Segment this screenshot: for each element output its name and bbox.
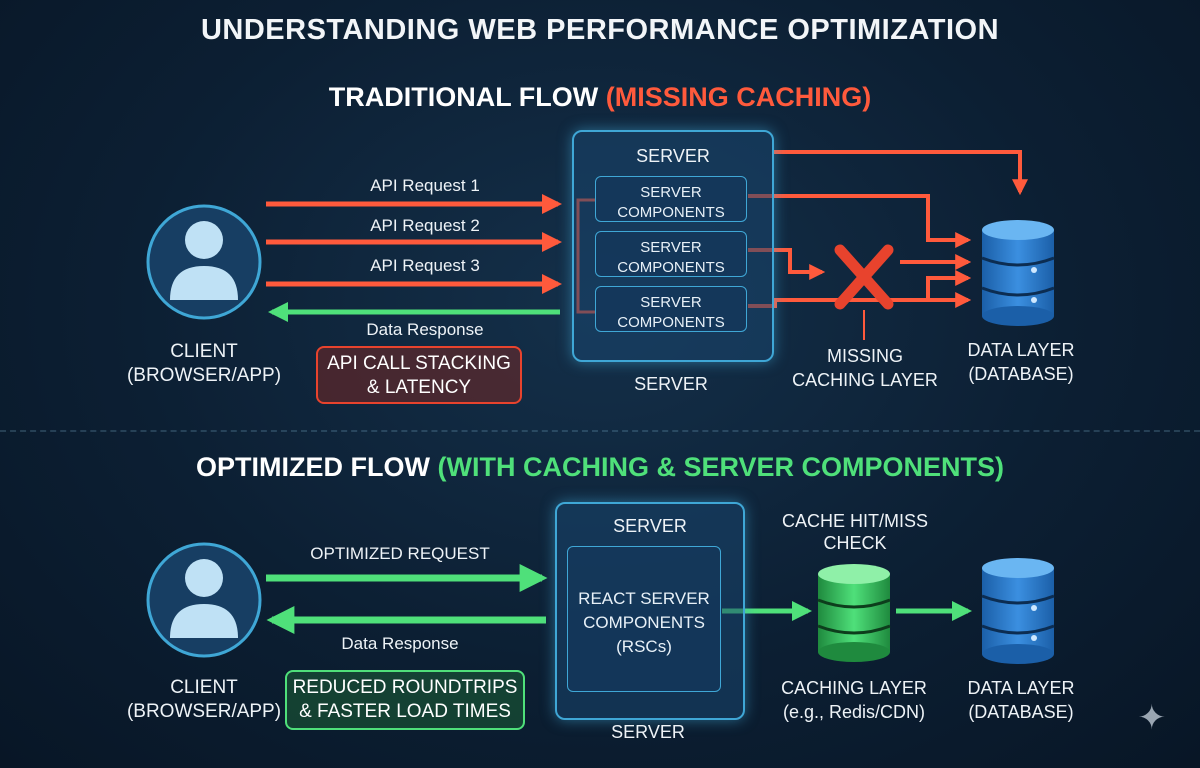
latency-badge-line-1: API CALL STACKING: [327, 353, 511, 374]
cache-check-line-2: CHECK: [823, 533, 887, 553]
client-user-icon-bottom: [146, 542, 262, 658]
traditional-flow-heading: TRADITIONAL FLOW (MISSING CACHING): [0, 82, 1200, 113]
data-response-label-top: Data Response: [366, 320, 484, 339]
sc2-line-2: COMPONENTS: [617, 259, 725, 276]
missing-caching-line-1: MISSING: [826, 346, 903, 366]
server-title-top: SERVER: [636, 146, 710, 166]
section-divider: [0, 430, 1200, 432]
cache-check-line-1: CACHE HIT/MISS: [781, 511, 928, 531]
sparkle-icon: ✦: [1137, 699, 1167, 737]
client-label-bottom: CLIENT (BROWSER/APP): [124, 676, 284, 724]
server-label-bottom-top-section: SERVER: [634, 374, 708, 394]
faster-load-line-2: & FASTER LOAD TIMES: [299, 701, 511, 722]
data-layer-bottom-line-2: (DATABASE): [968, 702, 1074, 722]
caching-layer-line-1: CACHING LAYER: [781, 678, 927, 698]
sc3-line-1: SERVER: [640, 294, 702, 311]
data-response-label-bottom: Data Response: [341, 634, 459, 653]
data-layer-top-line-2: (DATABASE): [968, 364, 1074, 384]
server-components-box-1: SERVER COMPONENTS: [595, 176, 747, 222]
optimized-flow-heading: OPTIMIZED FLOW (WITH CACHING & SERVER CO…: [0, 452, 1200, 483]
sc1-line-2: COMPONENTS: [617, 204, 725, 221]
sc1-line-1: SERVER: [640, 184, 702, 201]
server-components-box-3: SERVER COMPONENTS: [595, 286, 747, 332]
caching-layer-label: CACHING LAYER (e.g., Redis/CDN): [768, 676, 940, 724]
client-bottom-line-1: CLIENT: [170, 677, 238, 698]
rsc-line-1: REACT SERVER: [578, 589, 710, 608]
faster-load-badge: REDUCED ROUNDTRIPS & FASTER LOAD TIMES: [285, 670, 525, 730]
data-layer-label-bottom: DATA LAYER (DATABASE): [946, 676, 1096, 724]
api-request-2-label: API Request 2: [370, 216, 480, 235]
rsc-line-2: COMPONENTS: [583, 613, 705, 632]
missing-caching-line-2: CACHING LAYER: [792, 370, 938, 390]
client-label-line-2: (BROWSER/APP): [126, 365, 282, 386]
sc2-line-1: SERVER: [640, 239, 702, 256]
data-layer-bottom-line-1: DATA LAYER: [967, 678, 1075, 698]
latency-badge-line-2: & LATENCY: [366, 377, 472, 398]
cache-layer-icon: [817, 564, 891, 662]
server-components-box-2: SERVER COMPONENTS: [595, 231, 747, 277]
client-user-icon-top: [146, 204, 262, 320]
data-layer-label-top: DATA LAYER (DATABASE): [946, 338, 1096, 386]
data-layer-top-line-1: DATA LAYER: [967, 340, 1075, 360]
sc1-to-db-arrow: [748, 194, 972, 248]
cache-check-label: CACHE HIT/MISS CHECK: [760, 510, 950, 554]
sc3-line-2: COMPONENTS: [617, 314, 725, 331]
page-title: UNDERSTANDING WEB PERFORMANCE OPTIMIZATI…: [200, 14, 1000, 46]
server-to-db-arrow-top: [772, 150, 1028, 196]
client-label-top: CLIENT (BROWSER/APP): [124, 340, 284, 388]
optimized-request-label: OPTIMIZED REQUEST: [310, 544, 490, 563]
faster-load-line-1: REDUCED ROUNDTRIPS: [292, 677, 518, 698]
client-label-line-1: CLIENT: [170, 341, 238, 362]
server-label-bottom: SERVER: [611, 722, 685, 742]
api-request-1-label: API Request 1: [370, 176, 480, 195]
rsc-box: REACT SERVER COMPONENTS (RSCs): [567, 546, 721, 692]
api-request-3-label: API Request 3: [370, 256, 480, 275]
missing-caching-label: MISSING CACHING LAYER: [780, 344, 950, 392]
latency-badge: API CALL STACKING & LATENCY: [316, 346, 522, 404]
database-icon-bottom: [981, 558, 1055, 664]
traditional-heading-accent: (MISSING CACHING): [605, 82, 872, 112]
optimized-heading-main: OPTIMIZED FLOW: [196, 452, 438, 482]
server-title-bottom: SERVER: [613, 516, 687, 536]
traditional-heading-main: TRADITIONAL FLOW: [328, 82, 606, 112]
missing-cache-x-icon: [834, 244, 894, 340]
caching-layer-line-2: (e.g., Redis/CDN): [782, 702, 926, 722]
optimized-heading-accent: (WITH CACHING & SERVER COMPONENTS): [437, 452, 1004, 482]
client-bottom-line-2: (BROWSER/APP): [126, 701, 282, 722]
database-icon-top: [981, 220, 1055, 326]
rsc-line-3: (RSCs): [616, 637, 672, 656]
